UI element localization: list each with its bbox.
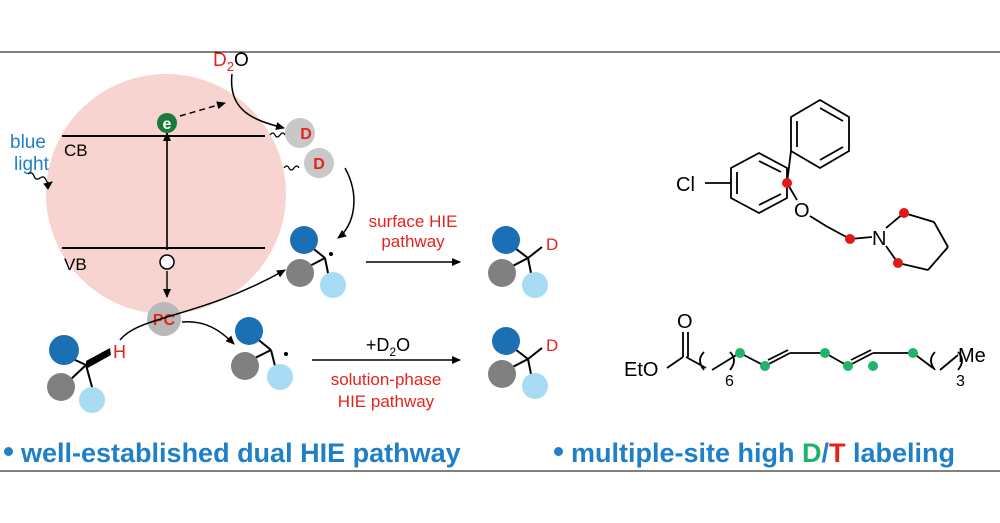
surface-d-atom-2 <box>304 148 334 178</box>
hat-arrow-to-solution-radical <box>181 321 235 345</box>
surface-radical-molecule <box>286 226 346 298</box>
bullet-dot <box>4 447 13 457</box>
pc-catalyst <box>147 302 181 336</box>
eto-label: EtO <box>624 359 658 381</box>
surface-d-transfer-arrow <box>337 167 355 239</box>
label-site-dot <box>893 258 903 268</box>
light-label-line1: blue <box>10 132 46 153</box>
label-site-dot <box>845 234 855 244</box>
surface-product-molecule <box>488 226 548 298</box>
right-caption-slash: / <box>821 438 830 468</box>
methyl-label: Me <box>958 345 986 367</box>
left-caption: well-established dual HIE pathway <box>4 438 461 469</box>
label-site-dot <box>782 178 792 188</box>
label-site-dot <box>843 361 853 371</box>
electron-icon <box>157 113 177 133</box>
right-caption-prefix: multiple-site high <box>571 438 803 468</box>
right-caption-t: T <box>829 438 846 468</box>
ethyl-linoleate-structure <box>666 332 963 371</box>
right-caption-suffix: labeling <box>845 438 956 468</box>
label-site-dot <box>868 361 878 371</box>
d2o-reagent: D2O <box>213 50 249 74</box>
label-site-dot <box>899 208 909 218</box>
repeat-count-6: 6 <box>725 373 734 390</box>
label-site-dot <box>760 361 770 371</box>
left-caption-text: well-established dual HIE pathway <box>21 438 461 468</box>
solution-pathway-label-2: HIE pathway <box>338 392 435 411</box>
surface-d-atom-1 <box>285 118 315 148</box>
surface-pathway-label-2: pathway <box>381 232 445 251</box>
solution-pathway-label-1: solution-phase <box>331 370 442 389</box>
repeat-count-3: 3 <box>956 373 965 390</box>
bullet-dot <box>554 447 563 457</box>
ether-o-label: O <box>794 200 810 222</box>
label-site-dot <box>735 348 745 358</box>
d2o-arrow <box>230 73 285 130</box>
solution-product-molecule <box>488 327 548 399</box>
vb-label: VB <box>64 255 87 274</box>
surface-d-label-1: D <box>300 126 312 143</box>
right-caption: multiple-site high D/T labeling <box>554 438 955 469</box>
electron-label: e <box>163 116 172 133</box>
surface-pathway-label-1: surface HIE <box>369 212 458 231</box>
label-site-dot <box>908 348 918 358</box>
solution-radical-molecule <box>231 317 293 390</box>
h-label: H <box>113 342 126 362</box>
light-wavy-arrow <box>27 172 53 190</box>
light-label-line2: light <box>14 154 50 175</box>
semiconductor-particle <box>46 74 286 314</box>
right-caption-d: D <box>802 438 822 468</box>
surface-product-d-label: D <box>546 235 558 254</box>
cb-label: CB <box>64 141 88 160</box>
cl-label: Cl <box>676 174 695 196</box>
electron-transfer-dashed-arrow <box>179 101 226 117</box>
substrate-molecule <box>47 335 111 413</box>
carbonyl-o-label: O <box>677 311 693 333</box>
hat-arrow-to-surface-radical <box>119 269 286 341</box>
surface-bond-wavy-2 <box>283 165 300 171</box>
surface-bond-wavy-1 <box>269 132 286 138</box>
piperidine-n-label: N <box>872 228 886 250</box>
surface-d-label-2: D <box>313 156 325 173</box>
hole-icon <box>159 254 175 270</box>
solution-reagent-label: +D2O <box>366 335 410 359</box>
label-site-dot <box>820 348 830 358</box>
diphenyl-ether-piperidine-structure <box>705 98 949 271</box>
solution-product-d-label: D <box>546 336 558 355</box>
